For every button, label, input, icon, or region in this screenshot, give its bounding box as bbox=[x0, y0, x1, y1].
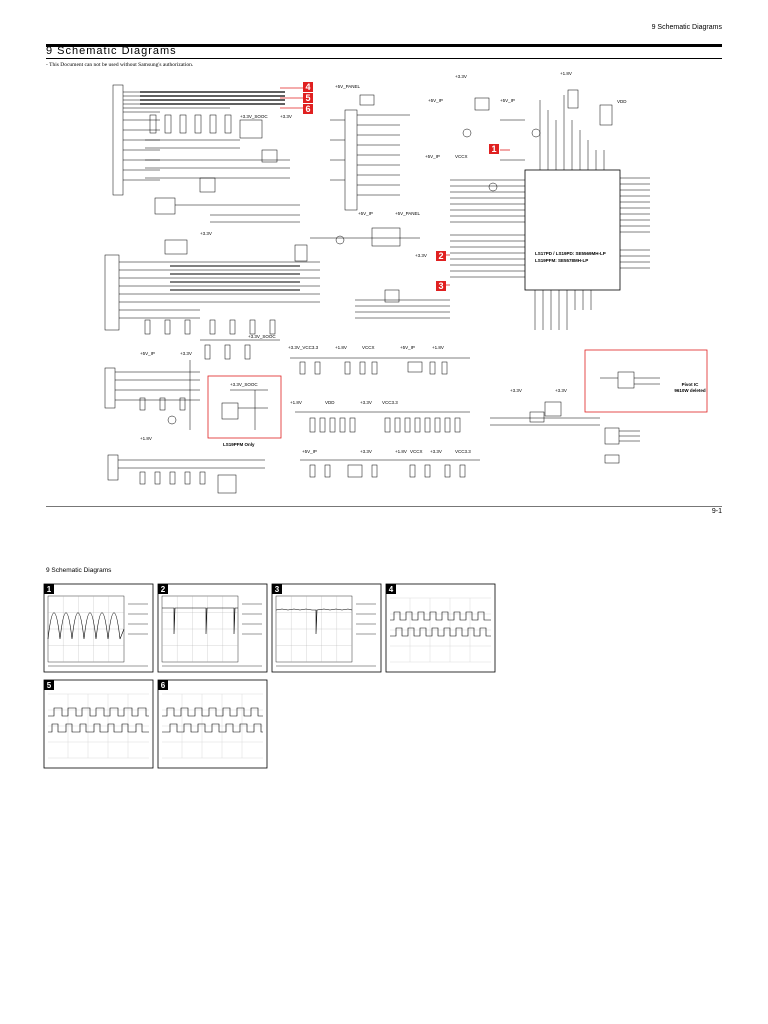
net-label-vcc33: VCC3.3 bbox=[382, 400, 398, 405]
marker-5: 5 bbox=[303, 93, 313, 103]
net-label-33v-9: +3.3V bbox=[360, 449, 372, 454]
connector-pins bbox=[123, 91, 230, 181]
marker-3: 3 bbox=[436, 281, 446, 291]
ic-bottom-pins bbox=[534, 290, 592, 330]
net-label-33v-10: +3.3V bbox=[430, 449, 442, 454]
ic-variant-label-2: LS19PFM: SE5578MH-LP bbox=[535, 258, 588, 263]
net-label-33v-sooc: +3.3V_SOOC bbox=[240, 114, 268, 119]
authorization-notice: - This Document can not be used without … bbox=[46, 62, 194, 68]
page-header-label: 9 Schematic Diagrams bbox=[651, 24, 722, 31]
net-label-5v-panel: +5V_PANEL bbox=[335, 84, 361, 89]
svg-text:2: 2 bbox=[438, 251, 443, 261]
net-label-5v-ip-2: +5V_IP bbox=[500, 98, 515, 103]
scope-panel-6: 6 bbox=[157, 679, 268, 769]
header-rule bbox=[46, 44, 722, 47]
svg-text:2: 2 bbox=[161, 585, 166, 594]
net-label-33v-6: +3.3V bbox=[360, 400, 372, 405]
net-label-33v-sooc-3: +3.3V_SOOC bbox=[230, 382, 258, 387]
net-label-33v-5: +3.3V bbox=[180, 351, 192, 356]
marker-1: 1 bbox=[489, 144, 499, 154]
net-label-5v-ip-3: +5V_IP bbox=[425, 154, 440, 159]
svg-text:1: 1 bbox=[47, 585, 52, 594]
ic-left-pins bbox=[450, 179, 525, 278]
net-label-33v-8: +3.3V bbox=[555, 388, 567, 393]
pivot-ic-deleted-label: 9610W deleted bbox=[674, 388, 706, 393]
resistor-array-1 bbox=[145, 114, 290, 179]
net-label-vccx-3: VCCX bbox=[410, 449, 423, 454]
power-filter-row-3 bbox=[300, 459, 480, 478]
page-title: 9 Schematic Diagrams bbox=[46, 45, 177, 57]
net-label-33v-vcc33: +3.3V_VCC3.3 bbox=[288, 345, 319, 350]
net-label-5v-ip-7: +5V_IP bbox=[302, 449, 317, 454]
net-label-33v-4: +3.3V bbox=[415, 253, 427, 258]
scope-panel-5: 5 bbox=[43, 679, 154, 769]
schematic-diagram: 4 5 6 1 2 3 +5V_PANEL +3.3V +1.8V +5V_IP… bbox=[104, 71, 708, 494]
net-label-18v-5: +1.8V bbox=[140, 436, 152, 441]
marker-6: 6 bbox=[303, 104, 313, 114]
waveform-panels: 1 2 3 bbox=[43, 583, 496, 769]
net-label-33v-7: +3.3V bbox=[510, 388, 522, 393]
net-label-18v-6: +1.8V bbox=[395, 449, 407, 454]
net-label-33v-3: +3.3V bbox=[200, 231, 212, 236]
svg-text:6: 6 bbox=[161, 681, 166, 690]
svg-text:5: 5 bbox=[305, 93, 310, 103]
net-label-5v-ip-6: +5V_IP bbox=[400, 345, 415, 350]
svg-text:5: 5 bbox=[47, 681, 52, 690]
net-label-5v-panel-2: +5V_PANEL bbox=[395, 211, 421, 216]
page-number: 9-1 bbox=[711, 508, 722, 515]
scope-panel-3: 3 bbox=[271, 583, 382, 673]
svg-text:4: 4 bbox=[389, 585, 394, 594]
net-label-18v-top: +1.8V bbox=[560, 71, 572, 76]
vga-connector bbox=[112, 84, 124, 196]
net-label-33v-2: +3.3V bbox=[280, 114, 292, 119]
net-label-33v-top: +3.3V bbox=[455, 74, 467, 79]
ic-top-pins bbox=[539, 95, 605, 170]
pivot-ic-box bbox=[584, 349, 708, 413]
marker-4: 4 bbox=[303, 82, 313, 92]
ic-right-pins bbox=[620, 177, 650, 269]
net-label-vcc: VDD bbox=[617, 99, 627, 104]
power-filter-row-2 bbox=[295, 411, 470, 433]
scope-panel-4: 4 bbox=[385, 583, 496, 673]
net-label-vcc33-2: VCC3.3 bbox=[455, 449, 471, 454]
net-label-5v-ip-5: +5V_IP bbox=[140, 351, 155, 356]
net-label-5v-ip-4: +5V_IP bbox=[358, 211, 373, 216]
panel-connector bbox=[344, 109, 358, 211]
waveforms-section-title: 9 Schematic Diagrams bbox=[46, 567, 112, 574]
svg-text:1: 1 bbox=[491, 144, 496, 154]
ls19pfm-only-label: LS19PFM Only bbox=[223, 442, 255, 447]
power-filter-row-1 bbox=[290, 357, 470, 375]
main-scaler-ic bbox=[524, 169, 621, 291]
svg-text:3: 3 bbox=[275, 585, 280, 594]
scope-panel-2: 2 bbox=[157, 583, 268, 673]
ls19pfm-only-box bbox=[207, 375, 282, 439]
net-label-33v-sooc-2: +3.3V_SOOC bbox=[248, 334, 276, 339]
net-label-18v-2: +1.8V bbox=[335, 345, 347, 350]
net-label-vccx-2: VCCX bbox=[362, 345, 375, 350]
svg-text:6: 6 bbox=[305, 104, 310, 114]
marker-2: 2 bbox=[436, 251, 446, 261]
page-footer-rule bbox=[46, 506, 722, 507]
bottom-left-section bbox=[107, 454, 265, 494]
title-underline bbox=[46, 58, 722, 59]
net-label-vcc-2: VDD bbox=[325, 400, 335, 405]
svg-text:4: 4 bbox=[305, 82, 310, 92]
pivot-ic-label: Pivot IC bbox=[682, 382, 700, 387]
net-label-5v-ip: +5V_IP bbox=[428, 98, 443, 103]
net-label-18v-4: +1.8V bbox=[290, 400, 302, 405]
scope-panel-1: 1 bbox=[43, 583, 154, 673]
svg-text:3: 3 bbox=[438, 281, 443, 291]
ic-variant-label-1: LS17PD / LS19PD: SE5569MH-LP bbox=[535, 251, 606, 256]
net-label-18v-3: +1.8V bbox=[432, 345, 444, 350]
net-label-vccx: VCCX bbox=[455, 154, 468, 159]
dvi-connector bbox=[104, 254, 120, 331]
